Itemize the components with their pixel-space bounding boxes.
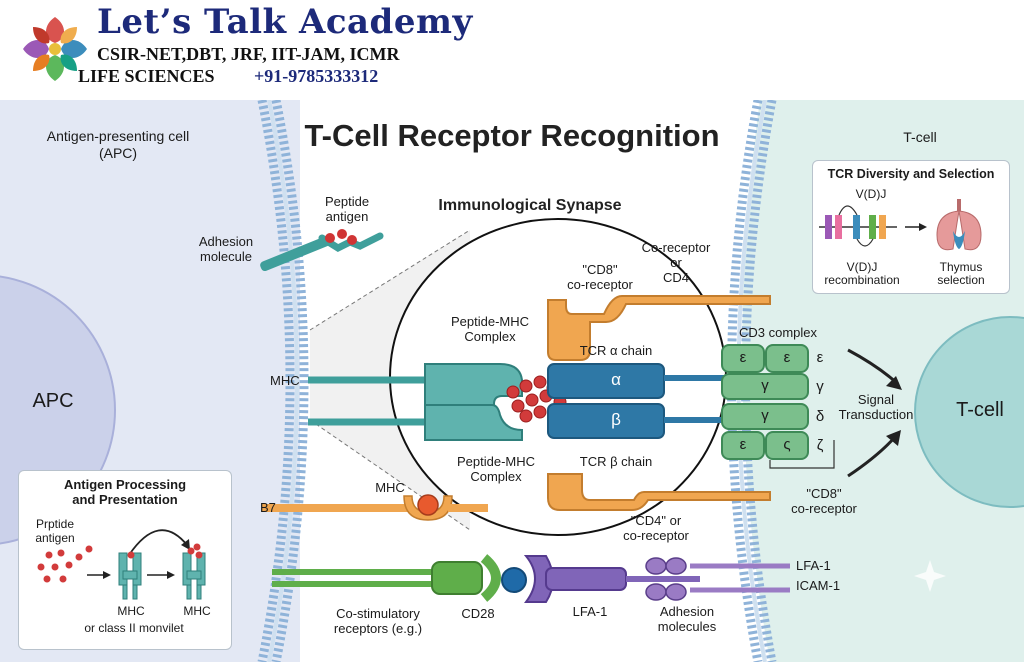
thymus-selection-label: Thymus selection: [937, 260, 985, 287]
tcr-alpha-chain-label: TCR α chain: [579, 343, 653, 358]
peptide-mhc-bottom-label: Peptide-MHC Complex: [456, 454, 536, 484]
processing-footer-label: or class II monvilet: [84, 621, 184, 635]
tcr-alpha-symbol: α: [611, 370, 621, 389]
tcell-side-label: T-cell: [903, 129, 937, 145]
academy-title: Let’s Talk Academy: [97, 2, 473, 42]
page-title: T-Cell Receptor Recognition: [304, 118, 720, 153]
tcr-beta-chain-label: TCR β chain: [579, 454, 653, 469]
mhc-label: MHC: [270, 373, 300, 388]
cd3-side-zeta: ζ: [816, 437, 824, 454]
cd28-label: CD28: [461, 606, 495, 621]
apc-cell-label: APC: [32, 390, 74, 412]
cd3-side-delta: δ: [815, 408, 825, 425]
peptide-antigen-label: Peptide antigen: [324, 194, 370, 224]
cd8-coreceptor-top-label: "CD8" co-receptor: [567, 262, 633, 292]
vdj-top-label: V(D)J: [855, 187, 887, 201]
cd3-complex-label: CD3 complex: [738, 325, 818, 340]
tcr-beta-symbol: β: [611, 410, 621, 429]
vdj-illustration: [819, 199, 982, 251]
academy-logo-icon: [23, 17, 87, 81]
cd3-gamma-1: γ: [761, 377, 769, 394]
b7-label: B7: [260, 500, 276, 515]
processing-antigen-label: Prptide antigen: [35, 517, 75, 545]
coreceptor-cd4-label: Co-receptor or CD4: [641, 240, 711, 285]
cd3-epsilon-1: ε: [739, 349, 747, 366]
synapse-title: Immunological Synapse: [438, 197, 622, 214]
tcr-diversity-title: TCR Diversity and Selection: [827, 167, 995, 181]
processing-mhc-b-label: MHC: [183, 604, 211, 618]
mhc-lower-label: MHC: [375, 480, 405, 495]
cd3-zeta-inner: ς: [783, 436, 791, 453]
adhesion-molecules-label: Adhesion molecules: [657, 604, 717, 634]
antigen-processing-illustration: [37, 529, 206, 600]
vdj-recombination-label: V(D)J recombination: [824, 260, 900, 287]
cd3-gamma-2: γ: [761, 407, 769, 424]
icam1-label: ICAM-1: [796, 578, 841, 593]
costim-receptors-label: Co-stimulatory receptors (e.g.): [333, 606, 423, 636]
processing-mhc-a-label: MHC: [117, 604, 145, 618]
tcr-diversity-box: TCR Diversity and Selection V(D)J V(D)J …: [812, 160, 1010, 294]
apc-side-label: Antigen-presenting cell (APC): [46, 128, 190, 161]
cd3-side-epsilon: ε: [816, 349, 824, 366]
cd8-coreceptor-bottom-label: "CD8" co-receptor: [791, 486, 857, 516]
antigen-processing-box: Antigen Processing and Presentation Prpt…: [18, 470, 232, 650]
tcell-cell-label: T-cell: [956, 399, 1004, 421]
peptide-mhc-top-label: Peptide-MHC Complex: [450, 314, 530, 344]
antigen-processing-title: Antigen Processing and Presentation: [63, 477, 187, 507]
cd4-or-coreceptor-label: "CD4" or co-receptor: [623, 513, 689, 543]
lfa1-center-label: LFA-1: [572, 604, 608, 619]
academy-header: Let’s Talk Academy CSIR-NET,DBT, JRF, II…: [0, 0, 1024, 100]
academy-exams: CSIR-NET,DBT, JRF, IIT-JAM, ICMR: [97, 44, 400, 64]
adhesion-molecule-label: Adhesion molecule: [198, 234, 254, 264]
lfa1-right-label: LFA-1: [796, 558, 831, 573]
thymus-lungs-icon: [936, 199, 982, 251]
cd3-side-gamma: γ: [816, 378, 824, 395]
adhesion-molecule-shape: [260, 229, 384, 272]
signal-transduction-label: Signal Transduction: [838, 392, 914, 422]
cd3-epsilon-2: ε: [783, 349, 791, 366]
academy-subject: LIFE SCIENCES: [78, 66, 215, 86]
academy-phone: +91-9785333312: [254, 66, 379, 86]
cd3-epsilon-3: ε: [739, 436, 747, 453]
